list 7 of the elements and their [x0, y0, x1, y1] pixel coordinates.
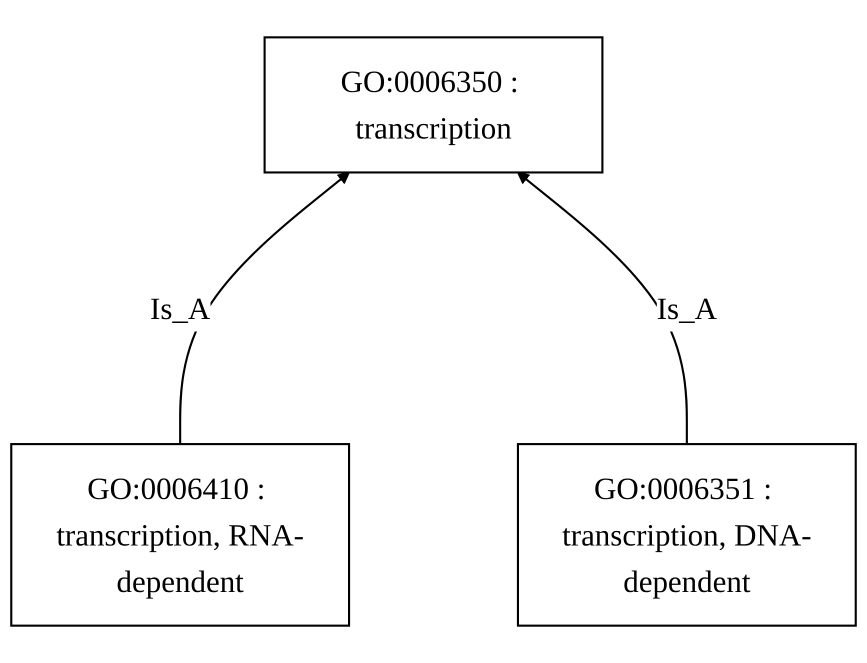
edge-label: Is_A	[656, 290, 717, 326]
node-box: GO:0006350 : transcription	[264, 36, 604, 174]
edge-label: Is_A	[150, 290, 210, 326]
arrow	[179, 172, 350, 444]
node-box: GO:0006410 : transcription, RNA-dependent	[10, 443, 350, 627]
node-box: GO:0006351 : transcription, DNA-dependent	[516, 443, 857, 627]
arrow	[517, 172, 688, 444]
